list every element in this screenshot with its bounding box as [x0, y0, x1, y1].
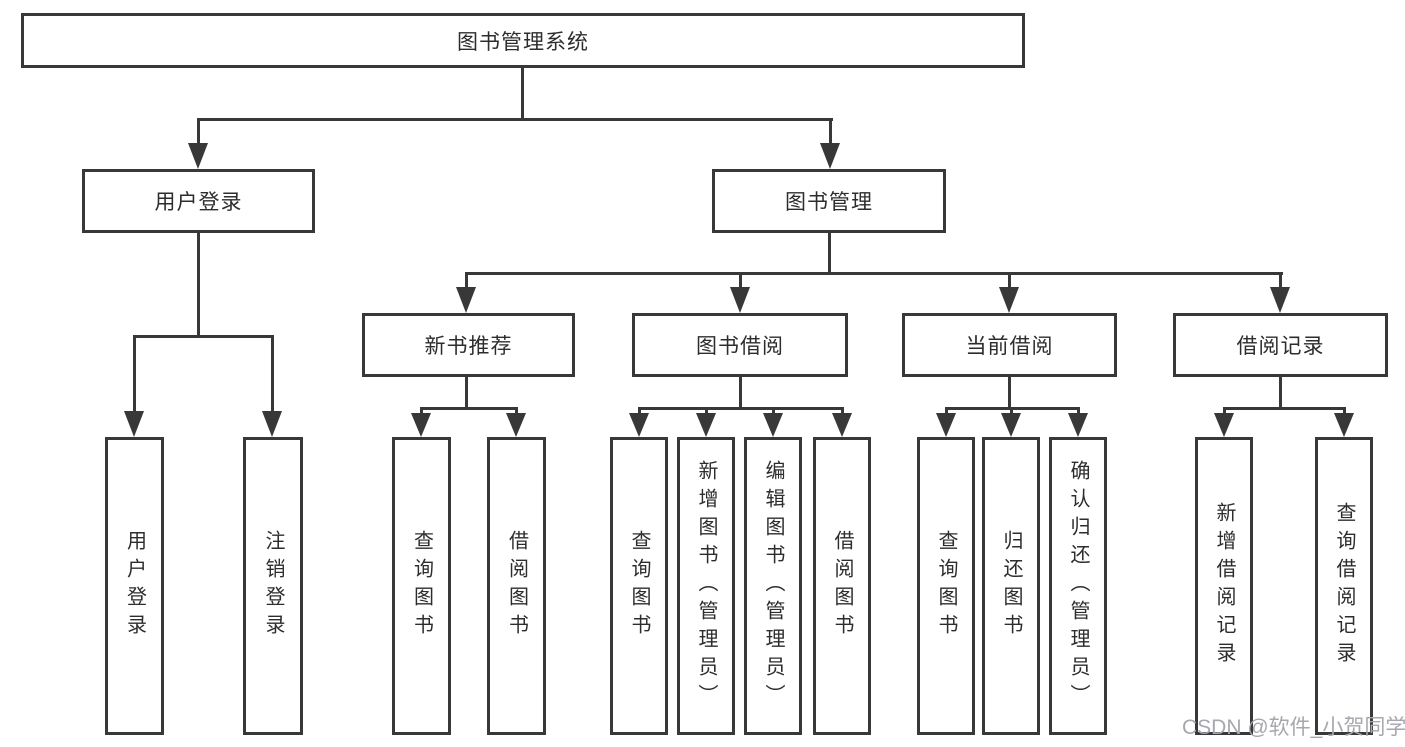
- connector-arrowhead-down: [1068, 413, 1088, 437]
- connector-line: [1077, 407, 1080, 413]
- node-user-login: 用户登录: [82, 169, 315, 233]
- node-book-management: 图书管理: [712, 169, 946, 233]
- connector-line: [829, 118, 832, 143]
- leaf-edit-books-admin: 编辑图书（管理员）: [744, 437, 802, 735]
- connector-line: [133, 335, 136, 411]
- node-borrow-records: 借阅记录: [1173, 313, 1388, 377]
- leaf-borrow-books-2: 借阅图书: [813, 437, 871, 735]
- connector-line: [1010, 407, 1013, 413]
- connector-arrowhead-down: [456, 287, 476, 313]
- connector-arrowhead-down: [820, 143, 840, 169]
- leaf-user-login: 用户登录: [105, 437, 164, 735]
- connector-line: [420, 407, 423, 413]
- connector-arrowhead-down: [1270, 287, 1290, 313]
- connector-arrowhead-down: [188, 143, 208, 169]
- connector-line: [638, 407, 641, 413]
- node-new-book-recommend: 新书推荐: [362, 313, 575, 377]
- connector-line: [945, 407, 948, 413]
- leaf-query-books-3: 查询图书: [917, 437, 975, 735]
- connector-arrowhead-down: [506, 413, 526, 437]
- connector-line: [1008, 377, 1011, 407]
- connector-line: [197, 118, 833, 121]
- leaf-query-books-2: 查询图书: [610, 437, 668, 735]
- leaf-logout: 注销登录: [243, 437, 303, 735]
- connector-arrowhead-down: [411, 413, 431, 437]
- leaf-query-borrow-record: 查询借阅记录: [1315, 437, 1373, 735]
- leaf-add-borrow-record: 新增借阅记录: [1195, 437, 1253, 735]
- leaf-borrow-books-1: 借阅图书: [487, 437, 546, 735]
- connector-line: [739, 272, 742, 287]
- connector-line: [197, 118, 200, 143]
- connector-line: [772, 407, 775, 413]
- connector-line: [739, 377, 742, 407]
- connector-line: [465, 272, 1283, 275]
- connector-arrowhead-down: [999, 287, 1019, 313]
- connector-line: [465, 377, 468, 407]
- connector-arrowhead-down: [730, 287, 750, 313]
- connector-line: [521, 68, 524, 120]
- connector-line: [133, 335, 274, 338]
- connector-line: [420, 407, 518, 410]
- node-book-borrow: 图书借阅: [632, 313, 848, 377]
- connector-line: [465, 272, 468, 287]
- connector-arrowhead-down: [1214, 413, 1234, 437]
- leaf-confirm-return-admin: 确认归还（管理员）: [1049, 437, 1107, 735]
- connector-line: [1279, 377, 1282, 407]
- connector-arrowhead-down: [1334, 413, 1354, 437]
- connector-line: [1008, 272, 1011, 287]
- connector-line: [1223, 407, 1226, 413]
- connector-arrowhead-down: [832, 413, 852, 437]
- connector-line: [1279, 272, 1282, 287]
- connector-line: [271, 335, 274, 411]
- leaf-add-books-admin: 新增图书（管理员）: [677, 437, 735, 735]
- connector-arrowhead-down: [936, 413, 956, 437]
- connector-arrowhead-down: [696, 413, 716, 437]
- connector-line: [197, 233, 200, 335]
- connector-line: [828, 233, 831, 272]
- connector-line: [1343, 407, 1346, 413]
- node-root-system: 图书管理系统: [21, 13, 1025, 68]
- connector-line: [638, 407, 844, 410]
- connector-line: [705, 407, 708, 413]
- connector-line: [841, 407, 844, 413]
- connector-arrowhead-down: [262, 411, 282, 437]
- node-current-borrow: 当前借阅: [902, 313, 1117, 377]
- connector-arrowhead-down: [629, 413, 649, 437]
- leaf-return-books: 归还图书: [982, 437, 1040, 735]
- connector-arrowhead-down: [763, 413, 783, 437]
- connector-line: [515, 407, 518, 413]
- connector-line: [1223, 407, 1346, 410]
- leaf-query-books-1: 查询图书: [392, 437, 451, 735]
- connector-arrowhead-down: [124, 411, 144, 437]
- connector-arrowhead-down: [1001, 413, 1021, 437]
- csdn-watermark: CSDN @软件_小贺同学: [1182, 716, 1405, 739]
